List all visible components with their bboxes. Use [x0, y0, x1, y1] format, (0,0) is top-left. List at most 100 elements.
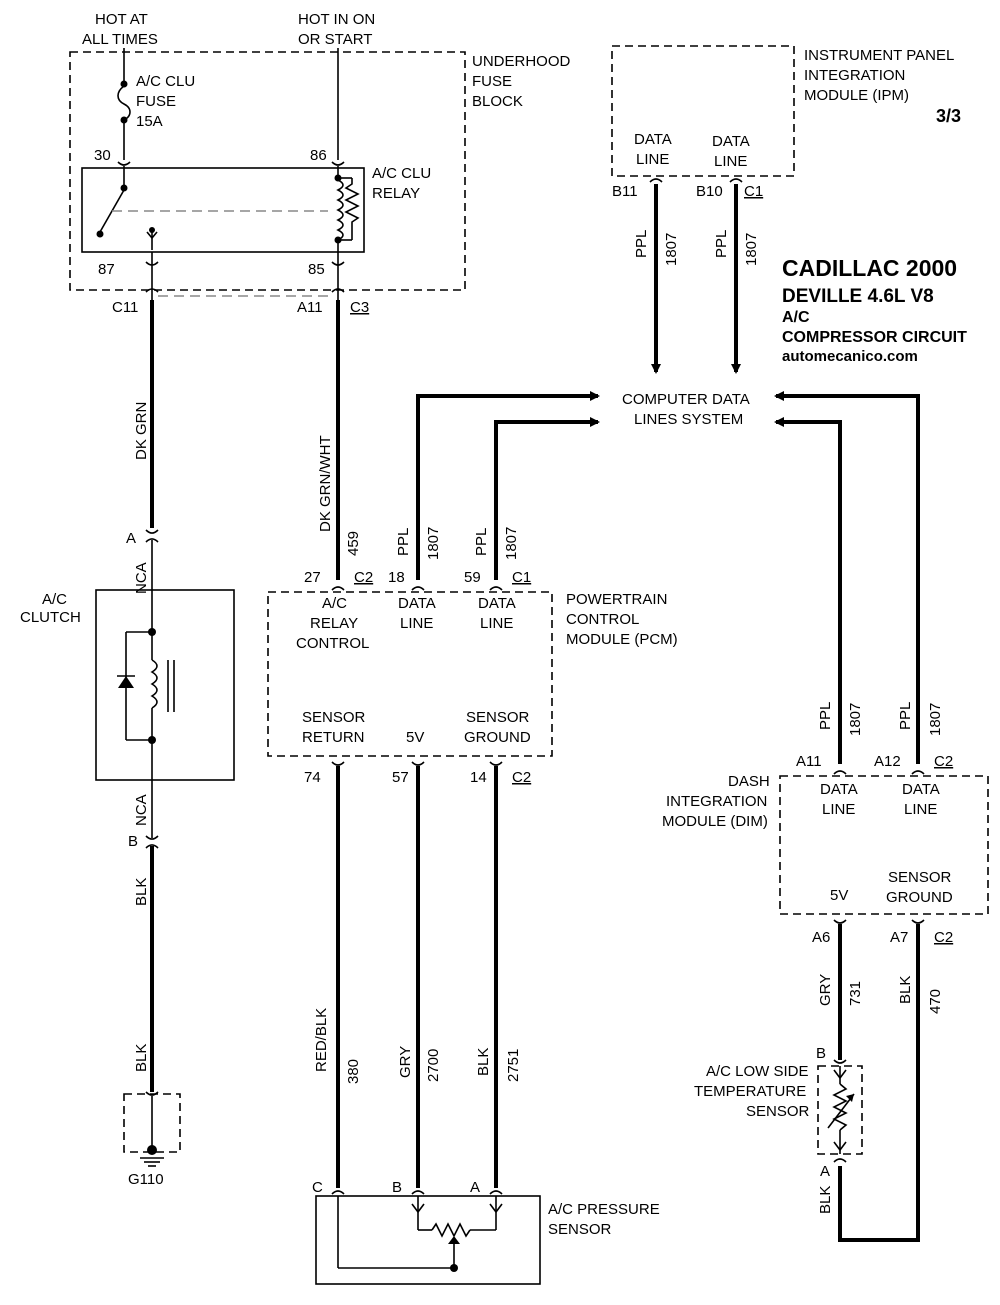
ipm-pin-b11: B11: [612, 183, 638, 200]
fuse-label-2: FUSE: [136, 93, 176, 110]
wire-blk-470: [838, 924, 920, 1242]
ipm-data2-1: DATA: [712, 133, 750, 150]
pcm-name-2: CONTROL: [566, 611, 639, 628]
pcm-data59-2: LINE: [480, 615, 513, 632]
pcm-relay-ctl-1: A/C: [322, 595, 347, 612]
pcm-pin-59: 59: [464, 569, 481, 586]
ipm-name-1: INSTRUMENT PANEL: [804, 47, 954, 64]
wire-dk-grn-label: DK GRN: [133, 402, 150, 460]
page-number: 3/3: [936, 106, 961, 126]
wire-pcm-data-59: [494, 417, 600, 580]
clutch-pin-b: B: [128, 833, 138, 850]
ipm-module: INSTRUMENT PANEL INTEGRATION MODULE (IPM…: [611, 45, 954, 200]
ac-clutch: A NCA A/C CLUTCH NCA B: [20, 529, 235, 850]
pressure-pin-c: C: [312, 1179, 323, 1196]
pin-30: 30: [94, 147, 111, 164]
pcm-conn-c1: C1: [512, 569, 531, 586]
wire-blk-label-4: BLK: [897, 976, 914, 1004]
wire-dim11-color: PPL: [817, 702, 834, 730]
wire-ipm2-number: 1807: [743, 233, 760, 266]
clutch-name-2: CLUTCH: [20, 609, 81, 626]
pin-87: 87: [98, 261, 115, 278]
dim-data11-2: LINE: [822, 801, 855, 818]
pressure-pin-a: A: [470, 1179, 480, 1196]
conn-c11: C11: [112, 299, 138, 316]
dim-data12-1: DATA: [902, 781, 940, 798]
wire-459-label: 459: [345, 531, 362, 556]
pcm-5v: 5V: [406, 729, 424, 746]
pcm-pin-57: 57: [392, 769, 409, 786]
title-site: automecanico.com: [782, 348, 918, 365]
fuse-label-1: A/C CLU: [136, 73, 195, 90]
wire-pcm18-color: PPL: [395, 528, 412, 556]
pcm-sensor-return-1: SENSOR: [302, 709, 366, 726]
wire-pcm18-number: 1807: [425, 527, 442, 560]
fuse-block-name-2: FUSE: [472, 73, 512, 90]
wire-731-label: 731: [847, 981, 864, 1006]
dim-sensor-ground-1: SENSOR: [888, 869, 952, 886]
wire-dim-data-a12: [774, 391, 920, 764]
wire-470-label: 470: [927, 989, 944, 1014]
wire-380-label: 380: [345, 1059, 362, 1084]
pressure-name-2: SENSOR: [548, 1221, 612, 1238]
wire-blk-label-1: BLK: [133, 878, 150, 906]
ac-low-side-temp-sensor: A/C LOW SIDE TEMPERATURE SENSOR B A: [694, 1045, 863, 1180]
pcm-conn-c2-bottom: C2: [512, 769, 531, 786]
wire-dk-grn-wht-label: DK GRN/WHT: [317, 435, 334, 532]
pcm-sensor-return-2: RETURN: [302, 729, 365, 746]
dim-name-1: DASH: [728, 773, 770, 790]
dim-name-3: MODULE (DIM): [662, 813, 768, 830]
ground-g110: G110: [123, 1091, 181, 1188]
pin-86: 86: [310, 147, 327, 164]
underhood-fuse-block: UNDERHOOD FUSE BLOCK A/C CLU FUSE 15A 30…: [69, 48, 571, 316]
fuse-label-3: 15A: [136, 113, 163, 130]
dim-pin-a7: A7: [890, 929, 908, 946]
conn-c3: C3: [350, 299, 369, 316]
pcm-data18-2: LINE: [400, 615, 433, 632]
dim-pin-a11: A11: [796, 753, 822, 770]
relay-label-2: RELAY: [372, 185, 420, 202]
ac-pressure-sensor: C B A A/C PRESSURE SENSOR: [312, 1179, 660, 1285]
ipm-name-2: INTEGRATION: [804, 67, 905, 84]
data-system-line-1: COMPUTER DATA: [622, 391, 750, 408]
pressure-pin-b: B: [392, 1179, 402, 1196]
clutch-name-1: A/C: [42, 591, 67, 608]
wire-pcm59-color: PPL: [473, 528, 490, 556]
ground-label: G110: [128, 1171, 164, 1188]
pcm-pin-27: 27: [304, 569, 321, 586]
pcm-relay-ctl-3: CONTROL: [296, 635, 369, 652]
ipm-data1-2: LINE: [636, 151, 669, 168]
hot-always-label-2: ALL TIMES: [82, 31, 158, 48]
wire-dim11-number: 1807: [847, 703, 864, 736]
wire-gry-label-2: GRY: [817, 974, 834, 1006]
pcm-data18-1: DATA: [398, 595, 436, 612]
dim-conn-bottom: C2: [934, 929, 953, 946]
wire-blk-label-2: BLK: [133, 1044, 150, 1072]
dim-5v: 5V: [830, 887, 848, 904]
wire-blk-label-5: BLK: [817, 1186, 834, 1214]
temp-name-1: A/C LOW SIDE: [706, 1063, 809, 1080]
wire-nca-label-2: NCA: [133, 794, 150, 826]
pcm-module: 27 C2 18 59 C1 POWERTRAIN CONTROL MODULE…: [267, 569, 678, 786]
title-circuit: COMPRESSOR CIRCUIT: [782, 329, 967, 346]
pcm-relay-ctl-2: RELAY: [310, 615, 358, 632]
pressure-name-1: A/C PRESSURE: [548, 1201, 660, 1218]
hot-always-label-1: HOT AT: [95, 11, 148, 28]
pcm-sensor-ground-2: GROUND: [464, 729, 531, 746]
pcm-pin-74: 74: [304, 769, 321, 786]
wire-dim-data-a11: [774, 417, 842, 764]
dim-name-2: INTEGRATION: [666, 793, 767, 810]
wire-red-blk-label: RED/BLK: [313, 1008, 330, 1072]
title-system: A/C: [782, 309, 810, 326]
dim-sensor-ground-2: GROUND: [886, 889, 953, 906]
hot-run-label-1: HOT IN ON: [298, 11, 375, 28]
wire-ipm2-color: PPL: [713, 230, 730, 258]
wire-pcm-data-18: [416, 391, 600, 580]
wire-blk-label-3: BLK: [475, 1048, 492, 1076]
temp-pin-a: A: [820, 1163, 830, 1180]
dim-pin-a6: A6: [812, 929, 830, 946]
dim-conn-top: C2: [934, 753, 953, 770]
clutch-pin-a: A: [126, 530, 136, 547]
ipm-name-3: MODULE (IPM): [804, 87, 909, 104]
